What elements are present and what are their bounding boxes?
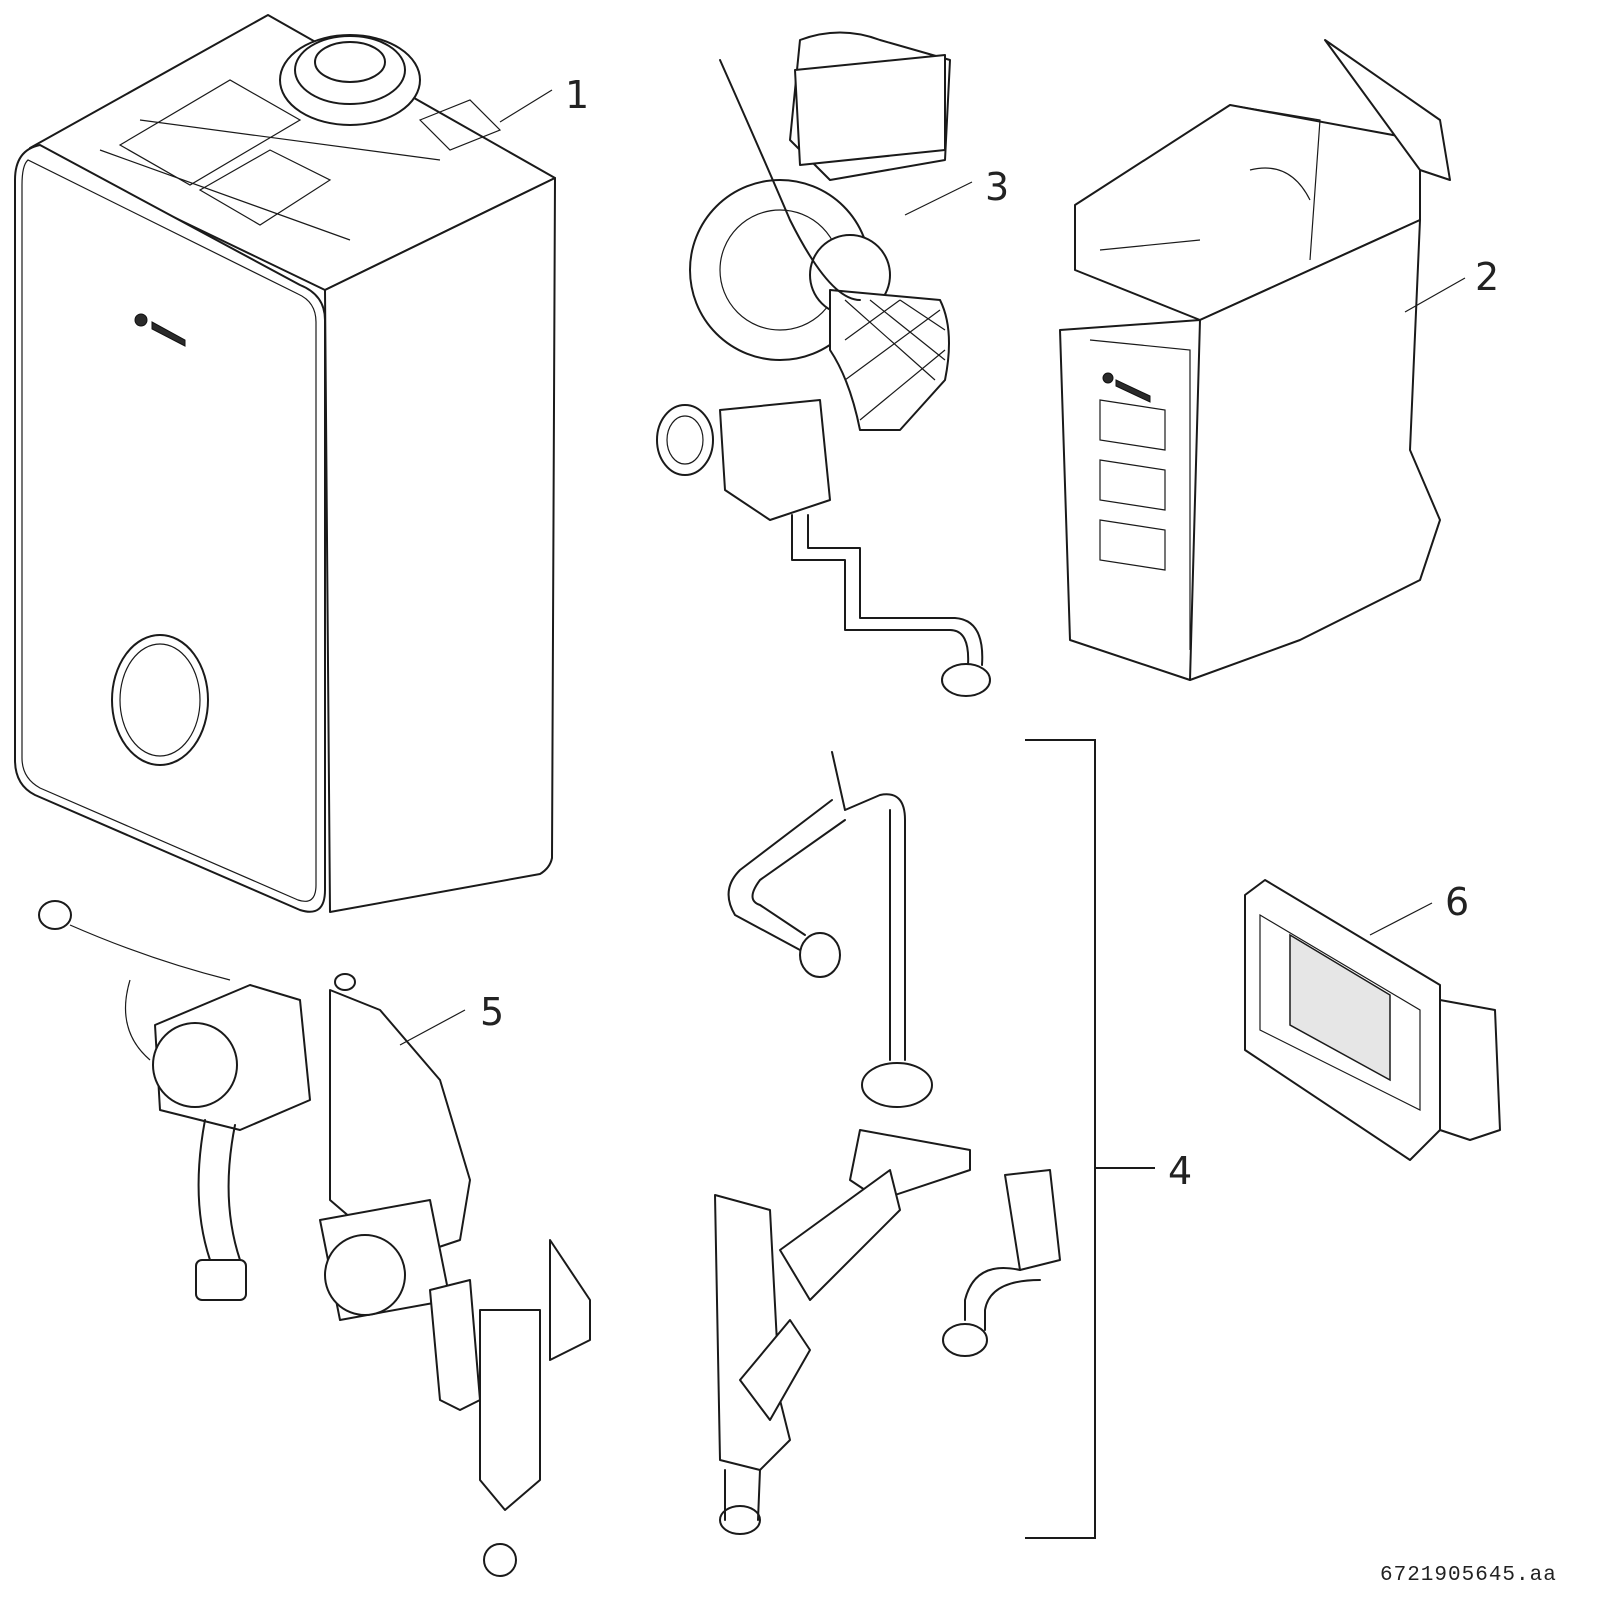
callout-2-label: 2 xyxy=(1475,255,1499,299)
callout-5: 5 xyxy=(399,990,504,1046)
callout-3-label: 3 xyxy=(985,165,1009,209)
callout-6-label: 6 xyxy=(1445,880,1469,924)
part-3-fan-gas-valve-assembly xyxy=(656,31,991,697)
part-5-pump-hydraulic-assembly xyxy=(38,900,591,1577)
bosch-logo xyxy=(134,313,186,347)
part-1-boiler-casing xyxy=(14,14,556,913)
part-2-heat-exchanger xyxy=(1059,39,1451,681)
callout-4: 4 xyxy=(1025,739,1192,1539)
part-4-pipes-siphon xyxy=(714,751,1061,1535)
callout-4-label: 4 xyxy=(1168,1149,1192,1193)
callout-1: 1 xyxy=(499,73,589,123)
callout-6: 6 xyxy=(1369,880,1469,936)
part-6-control-unit xyxy=(1244,879,1501,1161)
callout-2: 2 xyxy=(1404,255,1499,313)
callout-5-label: 5 xyxy=(480,990,504,1034)
document-code: 6721905645.aa xyxy=(1380,1564,1557,1587)
callout-1-label: 1 xyxy=(565,73,589,117)
bosch-logo xyxy=(1102,372,1151,403)
callout-3: 3 xyxy=(904,165,1009,216)
